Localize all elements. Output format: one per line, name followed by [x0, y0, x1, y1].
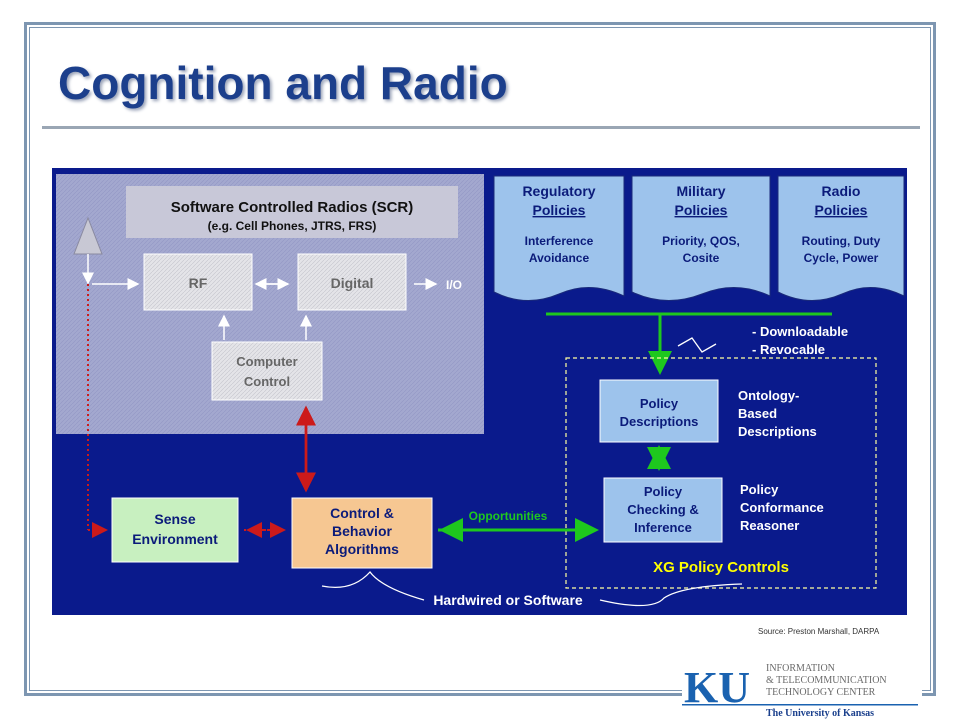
- military-body-1: Priority, QOS,: [662, 234, 740, 248]
- control-behavior-line1: Control &: [330, 505, 394, 521]
- hardwired-squiggle-right: [599, 583, 743, 607]
- ku-logo-graphic: KU INFORMATION & TELECOMMUNICATION TECHN…: [682, 658, 922, 720]
- computer-control-line2: Control: [244, 374, 290, 389]
- control-behavior-line3: Algorithms: [325, 541, 399, 557]
- ontology-line1: Ontology-: [738, 388, 799, 403]
- logo-line3: TECHNOLOGY CENTER: [766, 687, 876, 698]
- opportunities-label: Opportunities: [469, 509, 548, 523]
- xg-container: [565, 357, 877, 589]
- sense-line2: Environment: [132, 531, 218, 547]
- logo-line1: INFORMATION: [766, 663, 835, 674]
- source-citation: Source: Preston Marshall, DARPA: [758, 627, 880, 636]
- regulatory-body-1: Interference: [525, 234, 594, 248]
- slide-frame: [24, 22, 936, 696]
- xg-controls-label: XG Policy Controls: [653, 559, 789, 576]
- sense-environment-box: [111, 497, 239, 563]
- policy-checking-line1: Policy: [644, 484, 683, 499]
- logo-line2: & TELECOMMUNICATION: [766, 675, 887, 686]
- policy-descriptions-line2: Descriptions: [620, 414, 699, 429]
- control-behavior-line2: Behavior: [332, 523, 392, 539]
- io-label: I/O: [446, 278, 462, 292]
- diagram-canvas: Software Controlled Radios (SCR) (e.g. C…: [52, 168, 907, 615]
- policy-descriptions-line1: Policy: [640, 396, 679, 411]
- regulatory-body-2: Avoidance: [529, 251, 590, 265]
- conformance-line3: Reasoner: [740, 518, 799, 533]
- slide-title: Cognition and Radio: [58, 57, 508, 109]
- military-body-2: Cosite: [683, 251, 720, 265]
- digital-box: [297, 253, 407, 311]
- logo-rule: [682, 704, 918, 706]
- radio-policy-doc: [777, 175, 905, 302]
- logo-university: The University of Kansas: [766, 708, 874, 719]
- ontology-line2: Based: [738, 406, 777, 421]
- ku-logo: KU INFORMATION & TELECOMMUNICATION TECHN…: [682, 658, 922, 720]
- regulatory-policy-doc: [493, 175, 625, 302]
- policy-descriptions-box: [599, 379, 719, 443]
- conformance-line1: Policy: [740, 482, 779, 497]
- radio-title-2: Policies: [815, 202, 868, 218]
- military-title-1: Military: [676, 183, 725, 199]
- policy-checking-box: [603, 477, 723, 543]
- ku-mark: KU: [684, 663, 750, 712]
- radio-body-2: Cycle, Power: [804, 251, 879, 265]
- squiggle-downloadable: [677, 337, 717, 353]
- scr-title: Software Controlled Radios (SCR): [171, 199, 414, 216]
- radio-title-1: Radio: [822, 183, 861, 199]
- digital-label: Digital: [331, 275, 374, 291]
- regulatory-title-1: Regulatory: [522, 183, 595, 199]
- control-behavior-box: [291, 497, 433, 569]
- military-policy-doc: [631, 175, 771, 302]
- hardwired-label: Hardwired or Software: [433, 592, 583, 608]
- policy-checking-line2: Checking &: [627, 502, 699, 517]
- slide-frame-inner: [29, 27, 931, 691]
- scr-title-box: [126, 186, 458, 238]
- scr-subtitle: (e.g. Cell Phones, JTRS, FRS): [208, 219, 377, 233]
- hardwired-squiggle-left: [321, 570, 425, 601]
- regulatory-title-2: Policies: [533, 202, 586, 218]
- title-rule: [42, 126, 920, 129]
- rf-box: [143, 253, 253, 311]
- downloadable-label: - Downloadable: [752, 324, 848, 339]
- ontology-line3: Descriptions: [738, 424, 817, 439]
- radio-body-1: Routing, Duty: [802, 234, 881, 248]
- computer-control-line1: Computer: [236, 354, 297, 369]
- military-title-2: Policies: [675, 202, 728, 218]
- policy-checking-line3: Inference: [634, 520, 692, 535]
- rf-label: RF: [189, 275, 208, 291]
- revocable-label: - Revocable: [752, 342, 825, 357]
- computer-control-box: [211, 341, 323, 401]
- conformance-line2: Conformance: [740, 500, 824, 515]
- sense-line1: Sense: [154, 511, 195, 527]
- cognitive-radio-diagram: Software Controlled Radios (SCR) (e.g. C…: [52, 168, 907, 615]
